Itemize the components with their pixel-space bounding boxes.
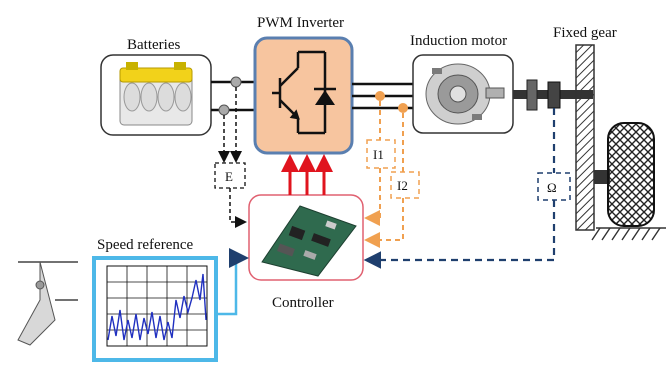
speed-plot-icon xyxy=(92,256,218,362)
fixed-gear-label: Fixed gear xyxy=(553,25,617,41)
current1-sensor-box: I1 xyxy=(366,139,396,169)
ac-phase-lines xyxy=(352,82,413,113)
dc-bus-lines xyxy=(211,76,255,116)
current1-signal-label: I1 xyxy=(373,147,384,162)
inverter-block xyxy=(253,36,354,155)
pwm-inverter-label: PWM Inverter xyxy=(257,15,344,31)
battery-icon xyxy=(119,62,193,126)
pedal-icon xyxy=(17,261,78,346)
motor-block xyxy=(412,54,514,134)
speed-signal-label: Ω xyxy=(547,180,557,195)
wheel-icon xyxy=(607,122,655,227)
speed-reference-label: Speed reference xyxy=(97,237,194,253)
battery-block xyxy=(100,54,212,136)
batteries-label: Batteries xyxy=(127,37,180,53)
ground-hatch-icon xyxy=(591,227,666,241)
speed-sensor-box: Ω xyxy=(537,172,571,201)
current2-signal-label: I2 xyxy=(397,178,408,193)
current-feedback xyxy=(364,101,404,248)
speed-reference-link xyxy=(216,248,249,316)
pwm-gate-signals xyxy=(281,154,333,195)
controller-block xyxy=(248,194,364,281)
voltage-feedback xyxy=(218,87,247,228)
gear-icon xyxy=(513,44,610,231)
current2-sensor-box: I2 xyxy=(390,171,420,199)
controller-label: Controller xyxy=(272,295,334,311)
diode-icon xyxy=(314,87,336,105)
controller-board-icon xyxy=(261,205,357,277)
voltage-sensor-box: E xyxy=(214,162,246,189)
speed-feedback xyxy=(363,108,556,269)
voltage-signal-label: E xyxy=(225,169,233,184)
induction-motor-label: Induction motor xyxy=(410,33,507,49)
motor-icon xyxy=(425,63,505,125)
